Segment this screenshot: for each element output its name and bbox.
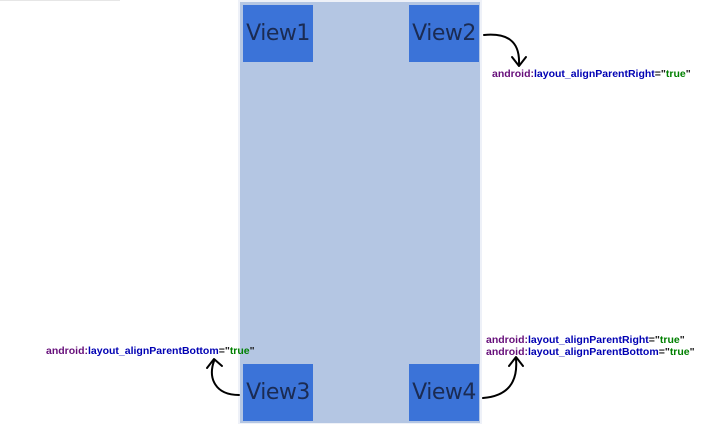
attr-colon: : xyxy=(530,68,535,80)
attr-quote: " xyxy=(679,334,685,346)
attr-name: layout_alignParentRight xyxy=(528,334,649,346)
view2-arrowhead xyxy=(511,56,527,67)
view2-box: View2 xyxy=(409,5,479,62)
attr-namespace: android xyxy=(486,346,525,358)
top-divider xyxy=(0,0,120,1)
attr-value: true xyxy=(229,345,250,357)
view1-box: View1 xyxy=(243,5,313,62)
attr-value: true xyxy=(665,68,686,80)
view2-label: View2 xyxy=(412,21,476,46)
attr-name: layout_alignParentBottom xyxy=(88,345,219,357)
attr-quote: " xyxy=(249,345,255,357)
attr-namespace: android xyxy=(46,345,85,357)
view4-label: View4 xyxy=(412,380,476,405)
view3-attribute: android:layout_alignParentBottom="true" xyxy=(46,345,255,357)
view1-label: View1 xyxy=(246,21,310,46)
attr-name: layout_alignParentBottom xyxy=(528,346,659,358)
attr-equals: =" xyxy=(648,334,660,346)
attr-colon: : xyxy=(524,346,529,358)
attr-colon: : xyxy=(524,334,529,346)
parent-layout xyxy=(240,2,480,423)
view4-attribute-bottom: android:layout_alignParentBottom="true" xyxy=(486,346,695,358)
attr-namespace: android xyxy=(486,334,525,346)
view2-attribute: android:layout_alignParentRight="true" xyxy=(492,68,691,80)
view3-arrowhead xyxy=(206,358,223,369)
view4-arrowhead xyxy=(508,356,524,367)
attr-value: true xyxy=(659,334,680,346)
attr-value: true xyxy=(669,346,690,358)
attr-quote: " xyxy=(689,346,695,358)
view4-box: View4 xyxy=(409,364,479,421)
view3-label: View3 xyxy=(246,380,310,405)
attr-equals: =" xyxy=(218,345,230,357)
view4-attribute-right: android:layout_alignParentRight="true" xyxy=(486,334,685,346)
view4-arrow xyxy=(482,358,518,399)
view2-arrow xyxy=(483,33,521,65)
attr-colon: : xyxy=(84,345,89,357)
attr-equals: =" xyxy=(654,68,666,80)
view3-arrow xyxy=(211,360,240,396)
attr-equals: =" xyxy=(658,346,670,358)
attr-namespace: android xyxy=(492,68,531,80)
attr-quote: " xyxy=(685,68,691,80)
attr-name: layout_alignParentRight xyxy=(534,68,655,80)
view3-box: View3 xyxy=(243,364,313,421)
